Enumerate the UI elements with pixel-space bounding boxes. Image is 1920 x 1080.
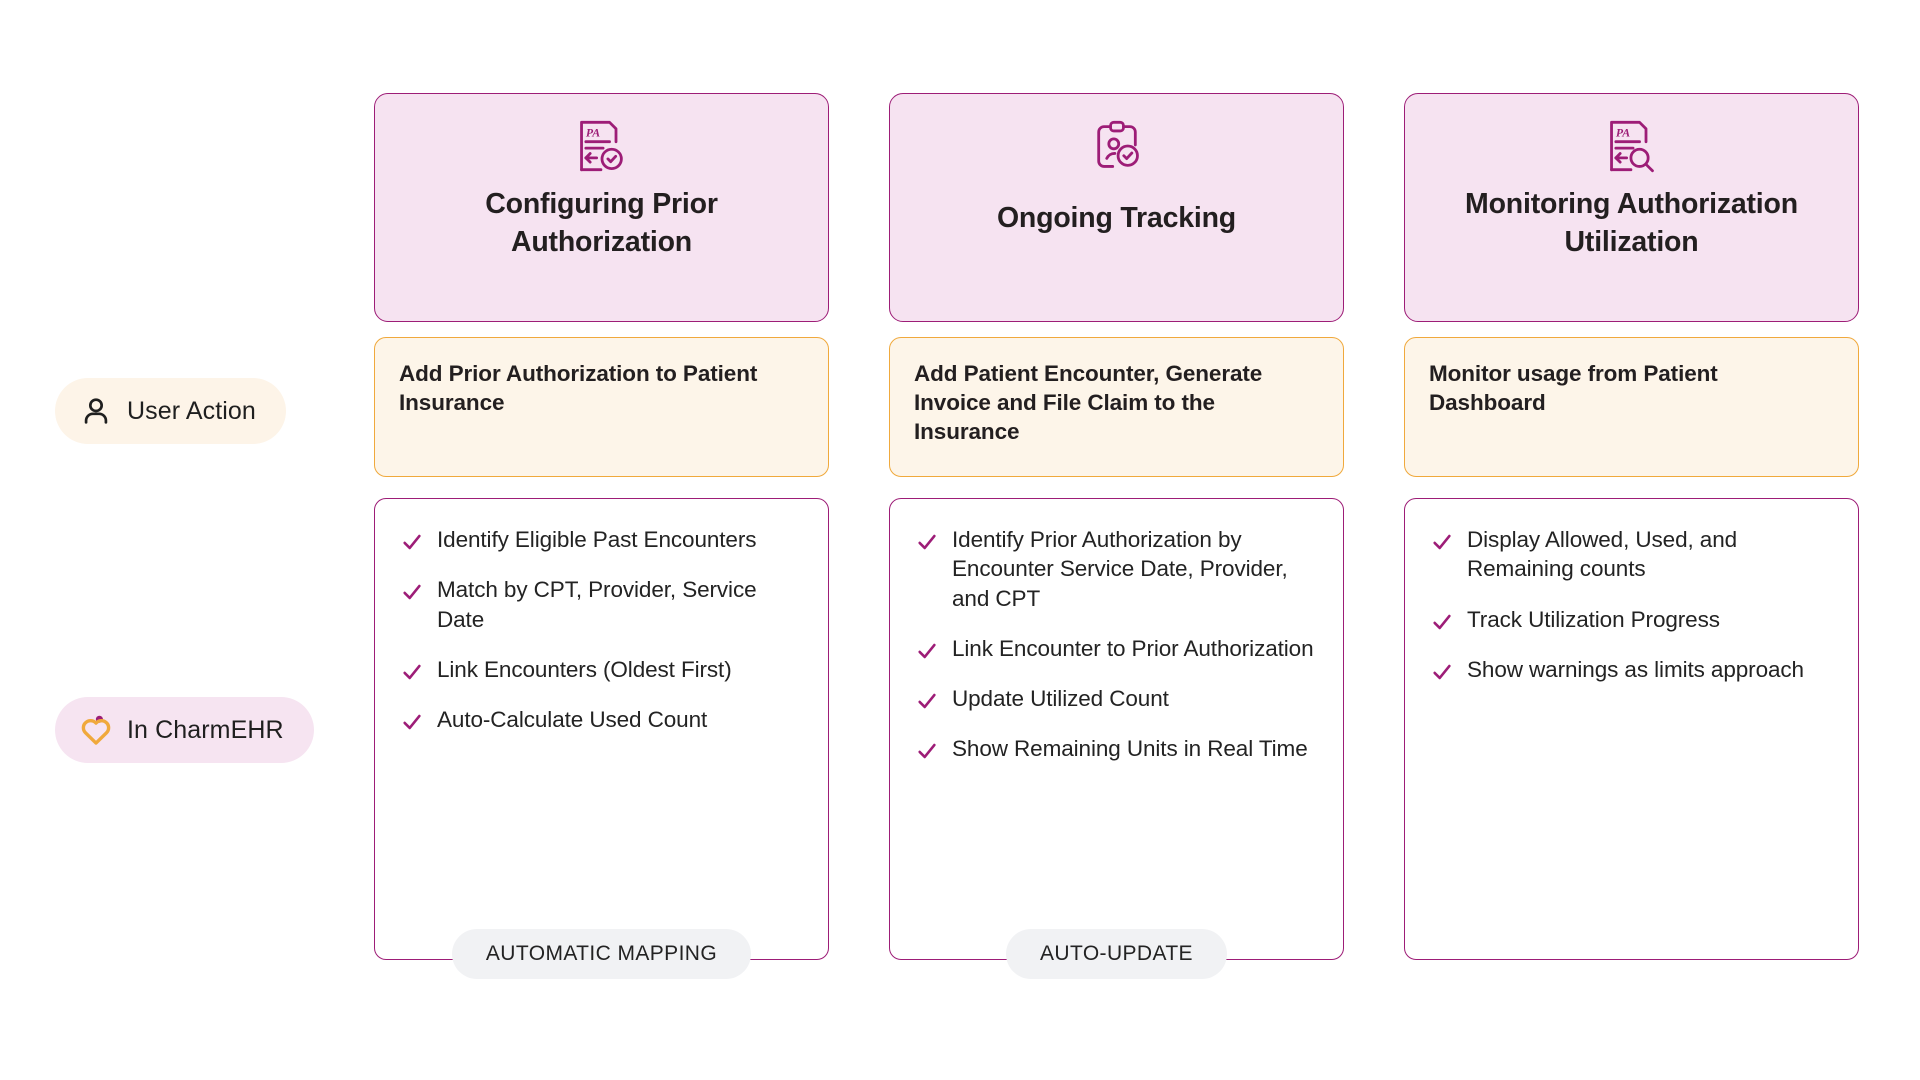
list-item: Link Encounters (Oldest First) (401, 655, 802, 684)
list-item-label: Identify Prior Authorization by Encounte… (952, 527, 1288, 611)
stage-header-card-1: PA Configuring Prior Authorization (374, 93, 829, 322)
checklist-card-3: Display Allowed, Used, and Remaining cou… (1404, 498, 1859, 960)
stage-badge-2[interactable]: AUTO-UPDATE (1006, 929, 1227, 979)
row-legend-rail: User Action In CharmEHR (55, 0, 355, 1080)
legend-user-action: User Action (55, 378, 286, 444)
check-icon (918, 643, 936, 658)
legend-user-action-label: User Action (127, 396, 256, 425)
stage-badge-wrapper-1: AUTOMATIC MAPPING (374, 929, 829, 979)
stage-header-card-3: PA Monitoring Authorization Utilization (1404, 93, 1859, 322)
list-item: Identify Prior Authorization by Encounte… (916, 525, 1317, 613)
list-item: Show warnings as limits approach (1431, 655, 1832, 684)
action-card-text-1: Add Prior Authorization to Patient Insur… (399, 361, 758, 415)
charmehr-heart-logo-icon (81, 715, 111, 745)
checklist-card-2: Identify Prior Authorization by Encounte… (889, 498, 1344, 960)
stage-header-title-1: Configuring Prior Authorization (485, 188, 718, 258)
check-icon (1433, 614, 1451, 629)
list-item-label: Track Utilization Progress (1467, 606, 1720, 632)
list-item-label: Link Encounter to Prior Authorization (952, 635, 1314, 661)
list-item-label: Auto-Calculate Used Count (437, 707, 708, 732)
list-item: Update Utilized Count (916, 684, 1317, 713)
list-item: Show Remaining Units in Real Time (916, 734, 1317, 763)
list-item-label: Show Remaining Units in Real Time (952, 736, 1308, 762)
check-icon (918, 534, 936, 550)
stage-header-title-2: Ongoing Tracking (996, 202, 1237, 234)
action-card-1: Add Prior Authorization to Patient Insur… (374, 337, 829, 477)
action-card-text-2: Add Patient Encounter, Generate Invoice … (914, 361, 1263, 444)
svg-text:PA: PA (585, 125, 599, 139)
action-card-3: Monitor usage from Patient Dashboard (1404, 337, 1859, 477)
list-item-label: Display Allowed, Used, and Remaining cou… (1467, 527, 1738, 582)
list-item: Track Utilization Progress (1431, 605, 1832, 634)
user-icon (84, 398, 108, 424)
list-item-label: Match by CPT, Provider, Service Date (437, 577, 757, 632)
check-icon (1433, 664, 1451, 679)
stage-badge-1[interactable]: AUTOMATIC MAPPING (451, 929, 752, 979)
check-icon (403, 664, 421, 679)
pa-document-check-icon: PA (579, 120, 623, 172)
list-item: Match by CPT, Provider, Service Date (401, 575, 802, 634)
check-icon (918, 744, 936, 759)
pa-document-search-icon: PA (1609, 120, 1654, 173)
list-item-label: Show warnings as limits approach (1467, 656, 1804, 682)
list-item: Identify Eligible Past Encounters (401, 525, 802, 554)
legend-in-charmehr-label: In CharmEHR (127, 715, 284, 744)
action-card-2: Add Patient Encounter, Generate Invoice … (889, 337, 1344, 477)
list-item: Display Allowed, Used, and Remaining cou… (1431, 525, 1832, 584)
legend-in-charmehr: In CharmEHR (55, 697, 314, 763)
list-item: Link Encounter to Prior Authorization (916, 634, 1317, 663)
check-icon (918, 693, 936, 709)
clipboard-patient-check-icon (1096, 120, 1139, 168)
list-item-label: Identify Eligible Past Encounters (437, 527, 757, 552)
list-item-label: Update Utilized Count (952, 686, 1169, 711)
stage-badge-wrapper-2: AUTO-UPDATE (889, 929, 1344, 979)
svg-text:PA: PA (1615, 125, 1629, 139)
check-icon (1433, 534, 1451, 550)
check-icon (403, 534, 421, 550)
list-item-label: Link Encounters (Oldest First) (437, 656, 732, 682)
action-card-text-3: Monitor usage from Patient Dashboard (1429, 361, 1718, 415)
stage-header-card-2: Ongoing Tracking (889, 93, 1344, 322)
stage-header-title-3: Monitoring Authorization Utilization (1465, 188, 1798, 258)
check-icon (403, 585, 421, 600)
list-item: Auto-Calculate Used Count (401, 705, 802, 734)
checklist-card-1: Identify Eligible Past Encounters Match … (374, 498, 829, 960)
check-icon (403, 714, 421, 730)
